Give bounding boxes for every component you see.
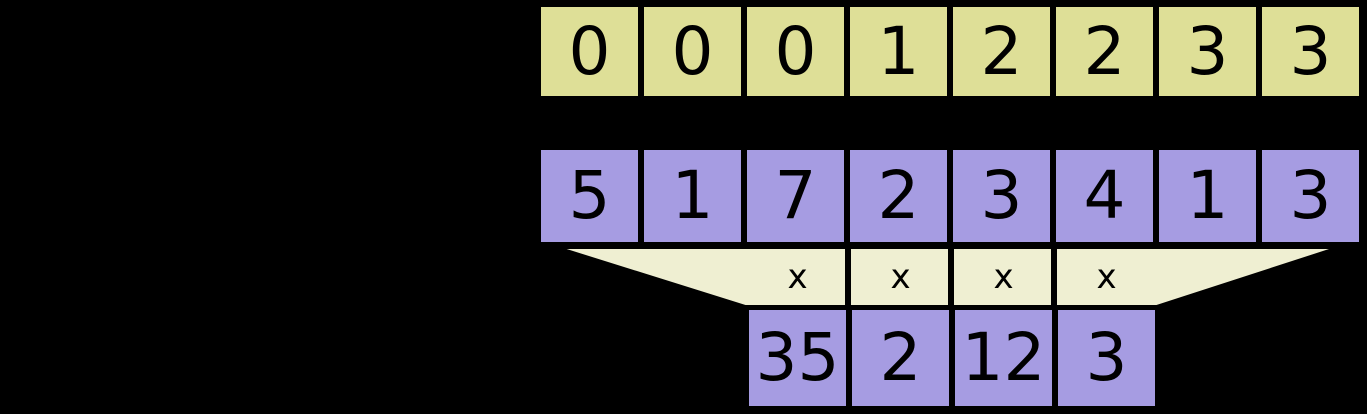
value-cell: 1 — [1155, 146, 1260, 246]
result-cell: 2 — [848, 306, 953, 410]
exponent-cell: 1 — [846, 3, 951, 100]
connector-band — [0, 243, 1367, 311]
value-cell: 1 — [640, 146, 745, 246]
exponent-cell: 0 — [743, 3, 848, 100]
exponent-cell: 0 — [640, 3, 745, 100]
value-cell: 5 — [537, 146, 642, 246]
connector-trapezoid-4 — [1051, 243, 1349, 311]
exponent-cell: 3 — [1258, 3, 1363, 100]
value-cell: 7 — [743, 146, 848, 246]
result-cell: 12 — [951, 306, 1056, 410]
connector-trapezoid-2 — [845, 243, 954, 311]
connector-trapezoid-1 — [546, 243, 851, 311]
connector-trapezoid-3 — [948, 243, 1057, 311]
exponent-cell: 3 — [1155, 3, 1260, 100]
value-cell: 3 — [1258, 146, 1363, 246]
result-cell: 35 — [745, 306, 850, 410]
exponent-cell: 2 — [949, 3, 1054, 100]
exponent-cell: 0 — [537, 3, 642, 100]
value-cell: 2 — [846, 146, 951, 246]
exponent-cell: 2 — [1052, 3, 1157, 100]
result-cell: 3 — [1054, 306, 1159, 410]
value-cell: 4 — [1052, 146, 1157, 246]
value-cell: 3 — [949, 146, 1054, 246]
